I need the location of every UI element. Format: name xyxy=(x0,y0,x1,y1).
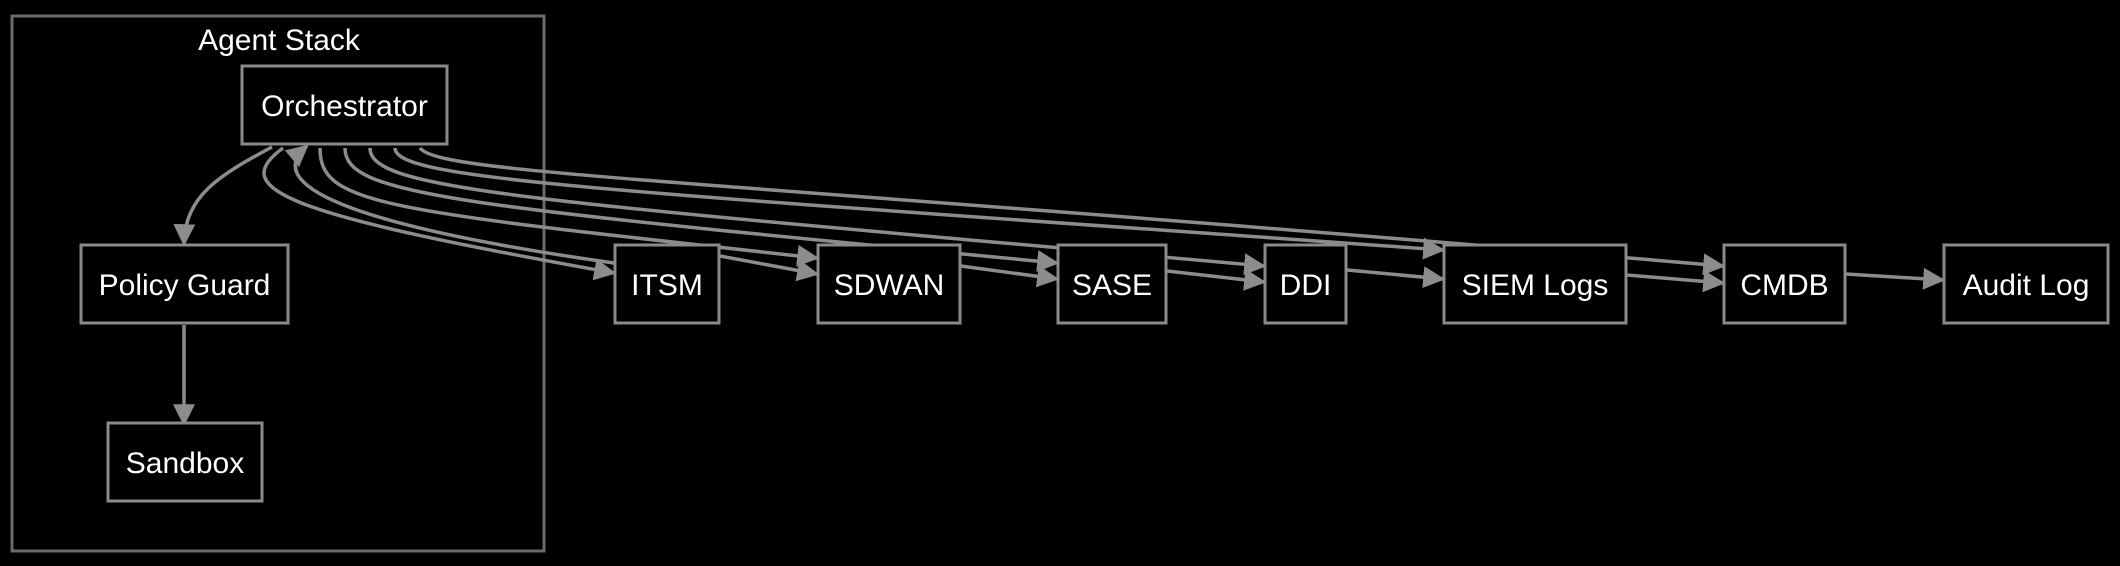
edge-orchestrator-sdwan xyxy=(318,147,820,267)
node-sandbox-label: Sandbox xyxy=(126,447,244,480)
node-audit-log[interactable]: Audit Log xyxy=(1942,243,2110,325)
edge-cmdb-audit-log xyxy=(1845,267,1946,290)
node-cmdb[interactable]: CMDB xyxy=(1722,243,1847,325)
node-sandbox[interactable]: Sandbox xyxy=(106,421,264,503)
node-sdwan-label: SDWAN xyxy=(834,269,945,302)
edge-ddi-siem-logs xyxy=(1346,266,1446,289)
node-sase-label: SASE xyxy=(1072,269,1152,302)
node-ddi[interactable]: DDI xyxy=(1263,243,1348,325)
edge-sdwan-sase xyxy=(960,264,1060,288)
node-orchestrator-label: Orchestrator xyxy=(261,90,428,123)
node-ddi-label: DDI xyxy=(1280,269,1332,302)
edge-itsm-orchestrator xyxy=(284,144,615,265)
node-sdwan[interactable]: SDWAN xyxy=(816,243,962,325)
node-orchestrator[interactable]: Orchestrator xyxy=(240,64,449,146)
node-itsm-label: ITSM xyxy=(631,269,703,302)
edge-orchestrator-cmdb xyxy=(418,146,1726,276)
node-policy-guard[interactable]: Policy Guard xyxy=(79,243,290,325)
cluster-agent-stack xyxy=(10,14,546,553)
edge-orchestrator-sase xyxy=(343,147,1060,273)
edge-orchestrator-itsm xyxy=(262,146,617,281)
node-policy-guard-label: Policy Guard xyxy=(99,269,271,302)
node-itsm[interactable]: ITSM xyxy=(613,243,721,325)
node-audit-log-label: Audit Log xyxy=(1963,269,2090,302)
edge-siem-logs-cmdb xyxy=(1626,270,1726,293)
node-siem-logs[interactable]: SIEM Logs xyxy=(1442,243,1628,325)
edge-orchestrator-siem-logs xyxy=(393,147,1446,260)
node-siem-logs-label: SIEM Logs xyxy=(1462,269,1609,302)
cluster-label: Agent Stack xyxy=(198,24,361,57)
node-sase[interactable]: SASE xyxy=(1056,243,1168,325)
edge-sase-ddi xyxy=(1166,268,1267,291)
edge-orchestrator-ddi xyxy=(368,147,1267,276)
edges-group xyxy=(173,144,1946,427)
node-cmdb-label: CMDB xyxy=(1740,269,1828,302)
edge-itsm-sdwan xyxy=(719,254,820,282)
edge-orchestrator-policy-guard xyxy=(173,145,273,247)
